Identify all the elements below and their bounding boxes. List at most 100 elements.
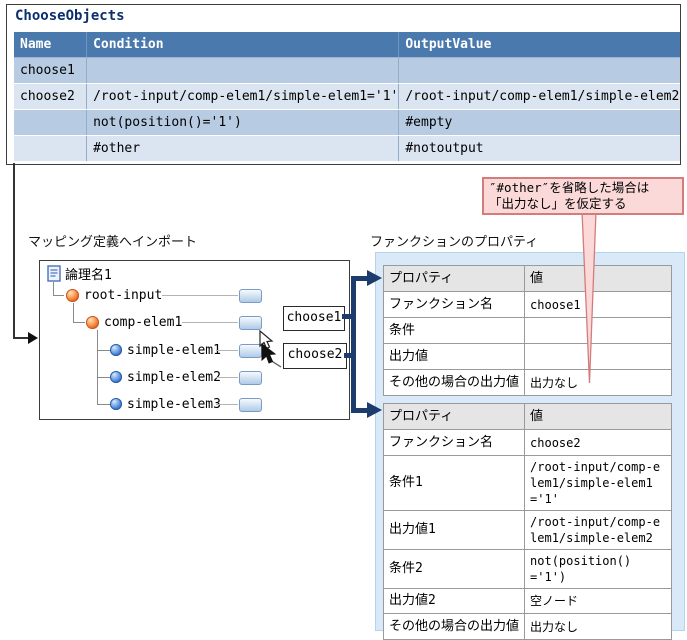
prop-header-value: 値	[524, 403, 673, 430]
tree-connector	[53, 282, 54, 296]
connector-left-arrowhead	[28, 332, 38, 344]
callout-line2: 「出力なし」を仮定する	[489, 196, 627, 211]
prop-value[interactable]: choose2	[524, 429, 673, 456]
mapping-tree-panel: 論理名1 root-input comp-elem1 simple-elem1 …	[39, 260, 350, 420]
col-header-condition: Condition	[86, 32, 400, 58]
prop-header-row: プロパティ 値	[382, 265, 673, 292]
callout-pointer	[581, 211, 597, 384]
prop-value[interactable]: choose1	[524, 291, 673, 318]
prop-key: 条件	[382, 317, 526, 344]
callout-line1: ″#other″を省略した場合は	[489, 180, 650, 195]
connector-left-horizontal	[13, 337, 29, 339]
prop-key: その他の場合の出力値	[382, 369, 526, 396]
tree-connector	[73, 322, 85, 323]
tree-node-label[interactable]: comp-elem1	[104, 315, 183, 330]
prop-row: ファンクション名 choose2	[382, 429, 673, 456]
tree-node-label[interactable]: simple-elem1	[127, 343, 221, 358]
mapping-link-line	[182, 322, 238, 323]
prop-row: 出力値1 /root-input/comp-elem1/simple-elem2	[382, 510, 673, 550]
prop-value[interactable]: /root-input/comp-elem1/simple-elem2	[524, 510, 673, 550]
cell-outputvalue	[398, 57, 680, 84]
table-row: choose1	[14, 57, 680, 84]
cell-outputvalue: #notoutput	[398, 135, 680, 162]
tree-connector	[53, 295, 64, 296]
tree-node-label[interactable]: root-input	[84, 288, 163, 303]
table-header-row: Name Condition OutputValue	[14, 32, 680, 58]
tree-connector	[97, 350, 110, 351]
table-row: #other #notoutput	[14, 135, 680, 162]
col-header-outputvalue: OutputValue	[398, 32, 680, 58]
cell-condition: /root-input/comp-elem1/simple-elem1='1'	[86, 83, 400, 110]
mapping-section-label: マッピング定義へインポート	[28, 235, 198, 250]
mapping-handle[interactable]	[239, 398, 262, 412]
connector-vertical-bus	[351, 276, 356, 413]
function-box-choose2[interactable]: choose2	[283, 343, 347, 369]
mapping-cursor-icon	[259, 330, 282, 368]
mapping-link-line	[216, 350, 238, 351]
cell-condition: not(position()='1')	[86, 109, 400, 136]
prop-header-value: 値	[524, 265, 673, 292]
prop-value[interactable]: not(position()='1')	[524, 549, 673, 589]
mapping-link-line	[162, 295, 238, 296]
prop-row: 条件	[382, 317, 673, 344]
mapping-handle[interactable]	[239, 289, 262, 303]
cell-name: choose1	[14, 57, 88, 84]
cell-name	[14, 109, 88, 136]
tree-connector	[97, 377, 110, 378]
prop-row: 条件1 /root-input/comp-elem1/simple-elem1=…	[382, 455, 673, 511]
prop-row: 条件2 not(position()='1')	[382, 549, 673, 589]
tree-connector	[97, 404, 110, 405]
tree-connector	[73, 303, 74, 323]
prop-value[interactable]: 空ノード	[524, 588, 673, 614]
prop-key: ファンクション名	[382, 429, 526, 456]
mapping-link-line	[216, 377, 238, 378]
cell-outputvalue: /root-input/comp-elem1/simple-elem2	[398, 83, 680, 110]
prop-value[interactable]: /root-input/comp-elem1/simple-elem1='1'	[524, 455, 673, 511]
choose-objects-table: Name Condition OutputValue choose1 choos…	[14, 32, 680, 162]
mapping-link-line	[216, 404, 238, 405]
prop-key: ファンクション名	[382, 291, 526, 318]
function-box-choose1[interactable]: choose1	[283, 306, 345, 331]
prop-key: 条件1	[382, 455, 526, 511]
cell-condition	[86, 57, 400, 84]
cell-name	[14, 135, 88, 162]
table-row: not(position()='1') #empty	[14, 109, 680, 136]
prop-header-property: プロパティ	[382, 265, 526, 292]
cell-condition: #other	[86, 135, 400, 162]
prop-row: 出力値	[382, 343, 673, 370]
cell-outputvalue: #empty	[398, 109, 680, 136]
element-icon	[110, 398, 122, 410]
prop-header-property: プロパティ	[382, 403, 526, 430]
prop-key: 出力値	[382, 343, 526, 370]
prop-key: 条件2	[382, 549, 526, 589]
arrowhead-to-table2	[367, 402, 382, 418]
mapping-handle[interactable]	[239, 316, 262, 330]
element-icon	[110, 371, 122, 383]
tree-node-label[interactable]: simple-elem3	[127, 397, 221, 412]
prop-key: 出力値1	[382, 510, 526, 550]
prop-row: ファンクション名 choose1	[382, 291, 673, 318]
element-icon	[66, 289, 79, 302]
connector-choose1-stub	[342, 314, 352, 319]
tree-node-label[interactable]: simple-elem2	[127, 370, 221, 385]
document-icon	[47, 265, 61, 282]
choose-objects-title: ChooseObjects	[15, 8, 125, 24]
prop-key: 出力値2	[382, 588, 526, 614]
tree-connector	[97, 330, 98, 405]
arrowhead-to-table1	[367, 270, 382, 286]
connector-choose2-stub	[344, 353, 352, 358]
prop-value[interactable]	[524, 343, 673, 370]
prop-value[interactable]: 出力なし	[524, 369, 673, 396]
prop-row: その他の場合の出力値 出力なし	[382, 369, 673, 396]
mapping-handle[interactable]	[239, 371, 262, 385]
cell-name: choose2	[14, 83, 88, 110]
prop-header-row: プロパティ 値	[382, 403, 673, 430]
table-row: choose2 /root-input/comp-elem1/simple-el…	[14, 83, 680, 110]
prop-value[interactable]	[524, 317, 673, 344]
connector-to-table2	[351, 408, 368, 413]
prop-row: 出力値2 空ノード	[382, 588, 673, 614]
callout-note: ″#other″を省略した場合は 「出力なし」を仮定する	[482, 177, 684, 215]
properties-table-choose1: プロパティ 値 ファンクション名 choose1 条件 出力値 その他の場合の出…	[382, 265, 673, 396]
tree-root-label[interactable]: 論理名1	[65, 268, 112, 283]
connector-left-vertical	[13, 163, 15, 339]
